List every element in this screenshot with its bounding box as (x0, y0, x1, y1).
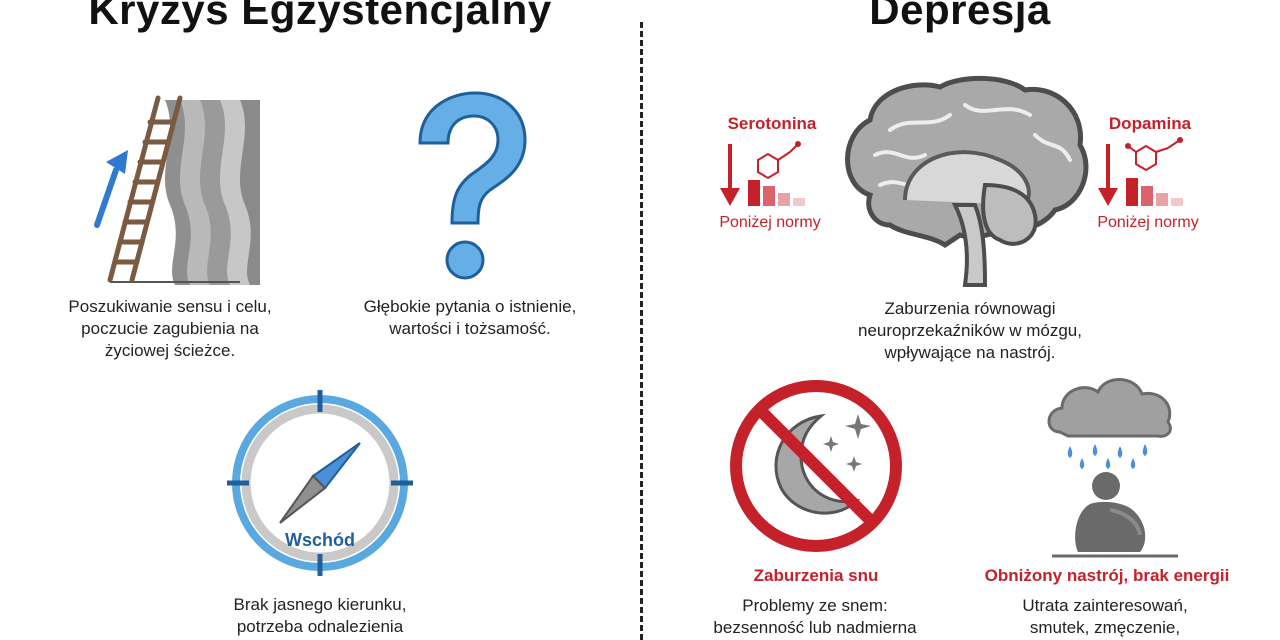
rain-cloud-icon (1047, 378, 1172, 469)
no-sleep-icon (730, 380, 902, 552)
sad-person-icon (1052, 472, 1178, 558)
center-divider (640, 22, 643, 640)
compass-icon (227, 390, 413, 576)
question-mark-icon (418, 91, 527, 280)
left-title: Kryzys Egzystencjalny (88, 0, 552, 33)
compass-label: Wschód (285, 530, 355, 550)
dopamine-sub: Poniżej normy (1097, 214, 1199, 231)
ladder-caption: Poszukiwanie sensu i celu, poczucie zagu… (68, 297, 272, 360)
sleep-caption: Problemy ze snem: bezsenność lub nadmier… (713, 596, 917, 637)
serotonin-sub: Poniżej normy (719, 214, 821, 231)
right-title: Depresja (869, 0, 1051, 33)
brain-icon (845, 75, 1089, 287)
compass-caption: Brak jasnego kierunku, potrzeba odnalezi… (233, 595, 407, 636)
brain-caption: Zaburzenia równowagi neuroprzekaźników w… (858, 299, 1082, 362)
ladder-wall-icon (94, 95, 260, 285)
mood-caption: Utrata zainteresowań, smutek, zmęczenie, (1022, 596, 1188, 637)
sleep-label: Zaburzenia snu (753, 566, 879, 585)
serotonin-label: Serotonina (727, 114, 817, 133)
dopamine-chart-icon (1098, 137, 1183, 206)
dopamine-label: Dopamina (1108, 114, 1192, 133)
mood-label: Obniżony nastrój, brak energii (984, 566, 1230, 585)
serotonin-chart-icon (720, 141, 805, 206)
question-caption: Głębokie pytania o istnienie, wartości i… (363, 297, 577, 338)
